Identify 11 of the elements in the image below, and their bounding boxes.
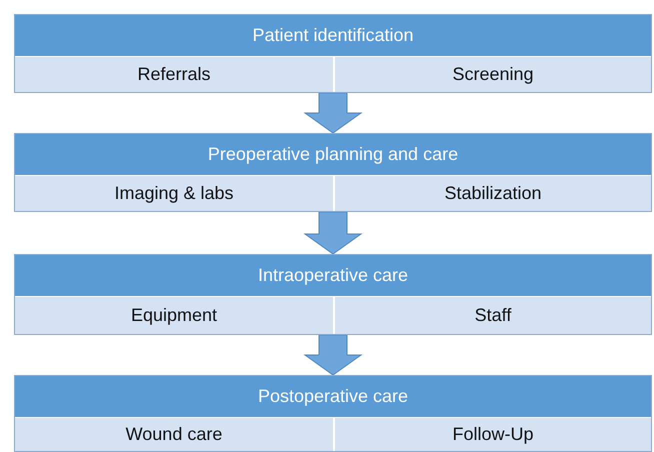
stage-panel — [14, 14, 652, 93]
stage-panel — [14, 254, 652, 335]
block-arrow — [303, 92, 363, 134]
stage-heading: Postoperative care — [15, 376, 651, 418]
stage-heading: Intraoperative care — [15, 255, 651, 297]
stage-panel — [14, 375, 652, 452]
stage-heading: Preoperative planning and care — [15, 134, 651, 176]
stage-panel — [14, 133, 652, 212]
block-arrow — [303, 212, 363, 255]
stage-heading: Patient identification — [15, 15, 651, 57]
block-arrow — [303, 334, 363, 376]
